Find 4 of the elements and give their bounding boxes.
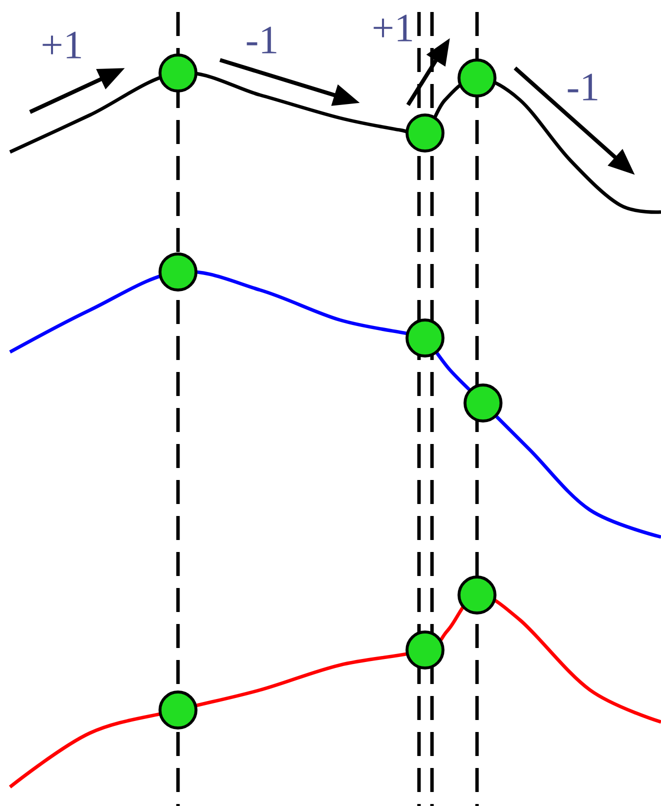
value-label: -1 — [568, 74, 598, 100]
value-label: -1 — [246, 26, 276, 54]
value-label: +1 — [374, 14, 412, 42]
value-label: +1 — [42, 32, 81, 58]
